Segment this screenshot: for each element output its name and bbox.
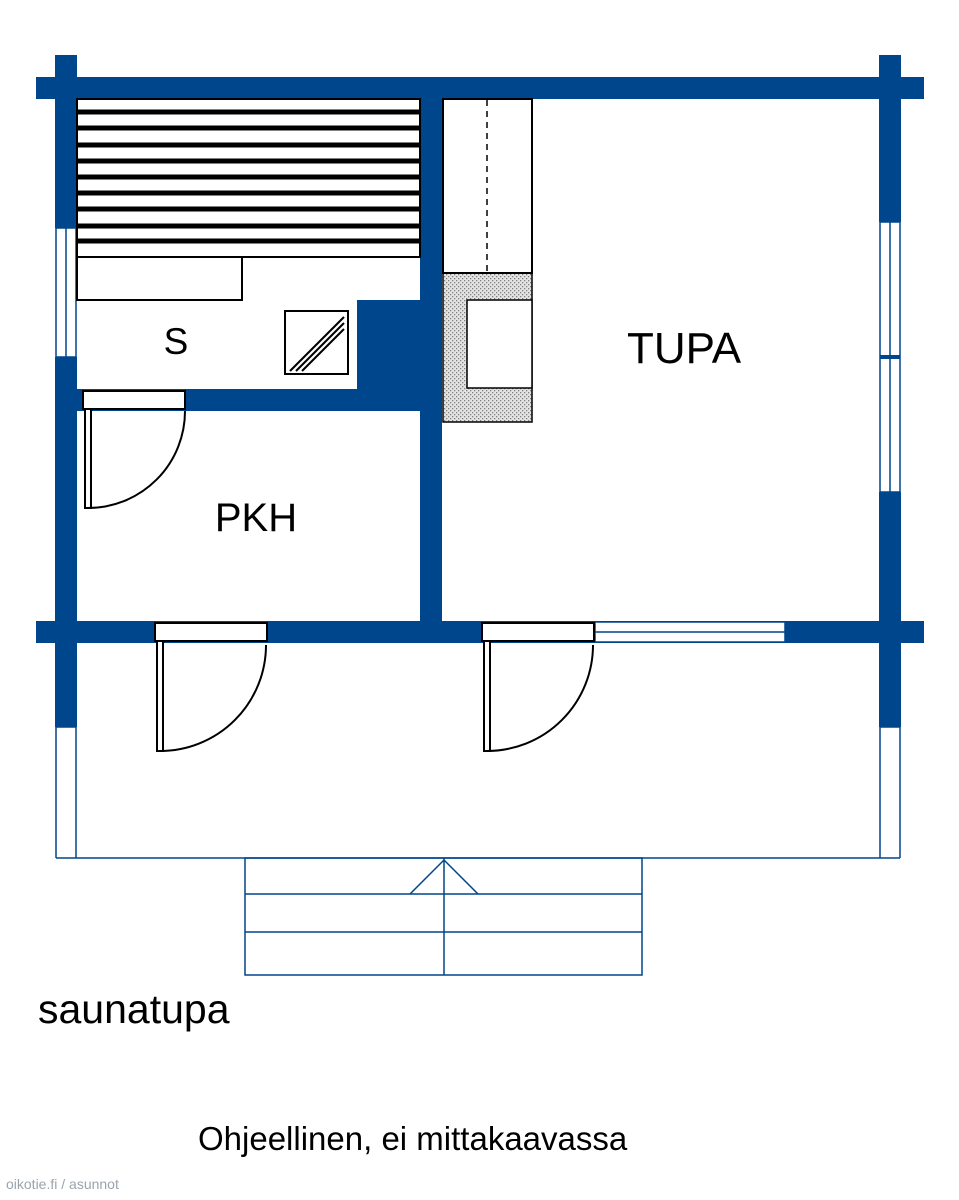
lower-bench [76,256,243,301]
room-label-dressing: PKH [215,496,297,540]
left-wall-lower [55,643,77,727]
pkh-door [154,622,268,752]
tupa-door [481,622,595,752]
right-wall-lower [879,643,901,727]
top-wall [36,77,924,99]
right-wall-middle [879,492,901,643]
entrance-steps [244,857,643,976]
fireplace [442,272,533,423]
plan-name: saunatupa [38,986,230,1032]
middle-wall [420,77,442,642]
sauna-bench [76,98,421,301]
room-label-tupa: TUPA [627,324,742,373]
left-wall-upper [55,77,77,228]
terrace [55,726,901,859]
doors [82,390,595,752]
bench-slats [77,109,420,244]
sauna-door [82,390,186,509]
watermark: oikotie.fi / asunnot [6,1176,119,1192]
right-wall-upper [879,77,901,222]
bed [442,98,533,274]
room-label-sauna: S [164,321,189,362]
disclaimer: Ohjeellinen, ei mittakaavassa [198,1120,628,1157]
windows [55,221,901,643]
left-wall-middle [55,357,77,643]
chimney-block [357,300,420,400]
sauna-stove [284,310,349,375]
